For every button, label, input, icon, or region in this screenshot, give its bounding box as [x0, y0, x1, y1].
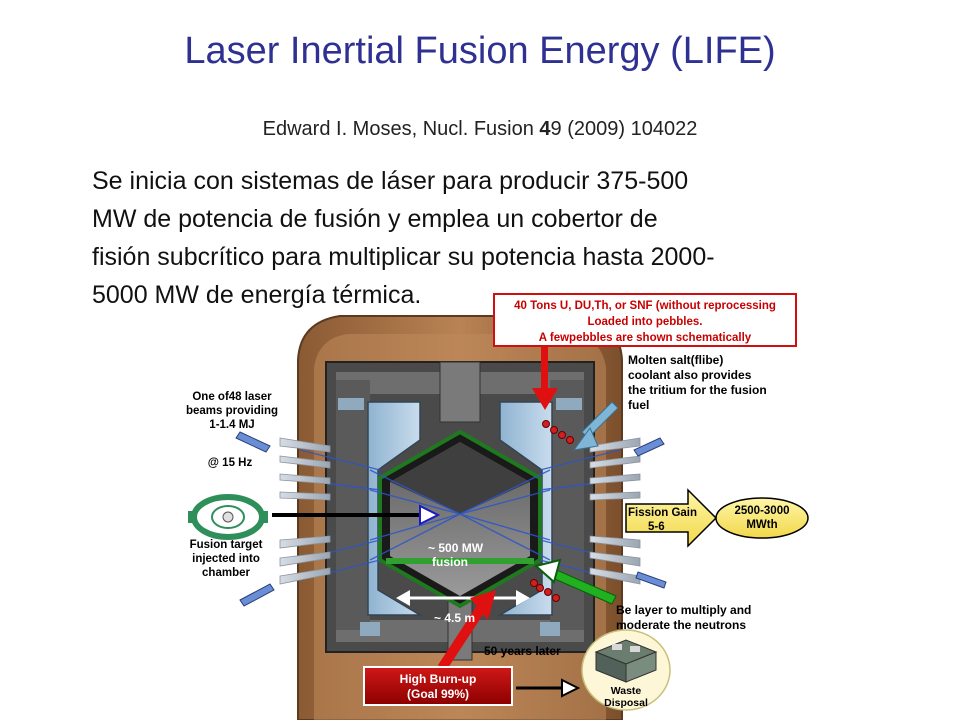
paragraph-line: 5000 MW de energía térmica.: [92, 281, 422, 309]
waste-arrow: [516, 678, 581, 698]
slide-title: Laser Inertial Fusion Energy (LIFE): [184, 30, 776, 72]
beam-tubes-right: [589, 437, 641, 585]
fusion-target-line: Fusion target: [190, 539, 263, 551]
be-layer-line: Be layer to multiply and: [616, 603, 751, 617]
waste-line: Disposal: [604, 697, 648, 709]
burnup-line: (Goal 99%): [407, 687, 469, 701]
paragraph-line: fisión subcrítico para multiplicar su po…: [92, 243, 715, 271]
burnup-line: High Burn-up: [400, 672, 477, 686]
pebble-box: 40 Tons U, DU,Th, or SNF (without reproc…: [493, 293, 797, 347]
be-layer-line: moderate the neutrons: [616, 618, 746, 632]
paragraph-line: MW de potencia de fusión y emplea un cob…: [92, 205, 658, 233]
burnup-arrow: [438, 590, 496, 671]
diameter-arrow: [396, 590, 530, 606]
citation-author: Edward I. Moses, Nucl. Fusion: [262, 118, 540, 140]
molten-salt-line: the tritium for the fusion: [628, 383, 767, 397]
citation-rest: 9 (2009) 104022: [550, 118, 698, 140]
fission-gain-line: Fission Gain: [628, 507, 697, 519]
molten-salt-label: Molten salt(flibe) coolant also provides…: [628, 353, 767, 412]
pebbles: [530, 420, 574, 602]
pebble-box-line: Loaded into pebbles.: [587, 316, 702, 328]
thermal-power-line: MWth: [746, 519, 777, 531]
laser-beams-line: 1-1.4 MJ: [209, 419, 254, 431]
years-later-label: 50 years later: [484, 644, 561, 658]
thermal-power-line: 2500-3000: [735, 505, 790, 517]
molten-salt-line: coolant also provides: [628, 368, 752, 382]
be-layer-label: Be layer to multiply and moderate the ne…: [616, 603, 751, 632]
fusion-target-line: injected into: [192, 553, 260, 565]
fission-gain-line: 5-6: [648, 521, 665, 533]
fusion-target-line: chamber: [202, 567, 250, 579]
fusion-power-line: ~ 500 MW: [428, 541, 484, 555]
fusion-target-icon: [188, 494, 268, 540]
burnup-box: High Burn-up (Goal 99%): [363, 666, 513, 706]
laser-beams-label: One of48 laser beams providing 1-1.4 MJ …: [186, 391, 278, 469]
thermal-power-oval: 2500-3000 MWth: [715, 497, 809, 539]
waste-line: Waste: [611, 685, 642, 697]
waste-disposal-icon: Waste Disposal: [581, 629, 671, 711]
target-injection-arrow: [272, 504, 441, 526]
pebble-arrow: [532, 344, 558, 410]
fission-gain-arrow: Fission Gain 5-6: [625, 488, 718, 548]
molten-salt-line: Molten salt(flibe): [628, 353, 723, 367]
beam-tubes-left: [279, 437, 331, 585]
molten-salt-arrow: [572, 401, 619, 451]
rep-rate-label: @ 15 Hz: [208, 457, 253, 469]
fusion-target-label: Fusion target injected into chamber: [190, 539, 263, 579]
citation: Edward I. Moses, Nucl. Fusion 49 (2009) …: [0, 118, 960, 141]
fusion-power-line: fusion: [432, 555, 468, 569]
be-layer-arrow: [533, 558, 617, 605]
description-paragraph: Se inicia con sistemas de láser para pro…: [92, 162, 912, 314]
molten-salt-line: fuel: [628, 398, 649, 412]
fusion-core: [378, 429, 542, 609]
citation-volume: 4: [539, 118, 551, 140]
laser-beams-line: beams providing: [186, 405, 278, 417]
laser-beams-line: One of48 laser: [192, 391, 272, 403]
paragraph-line: Se inicia con sistemas de láser para pro…: [92, 167, 689, 195]
pebble-box-line: A fewpebbles are shown schematically: [539, 332, 752, 344]
beam-arrows: [235, 431, 667, 607]
pebble-box-line: 40 Tons U, DU,Th, or SNF (without reproc…: [514, 300, 776, 312]
diameter-label: ~ 4.5 m: [434, 611, 475, 625]
fusion-power-label: ~ 500 MW fusion: [428, 541, 484, 569]
